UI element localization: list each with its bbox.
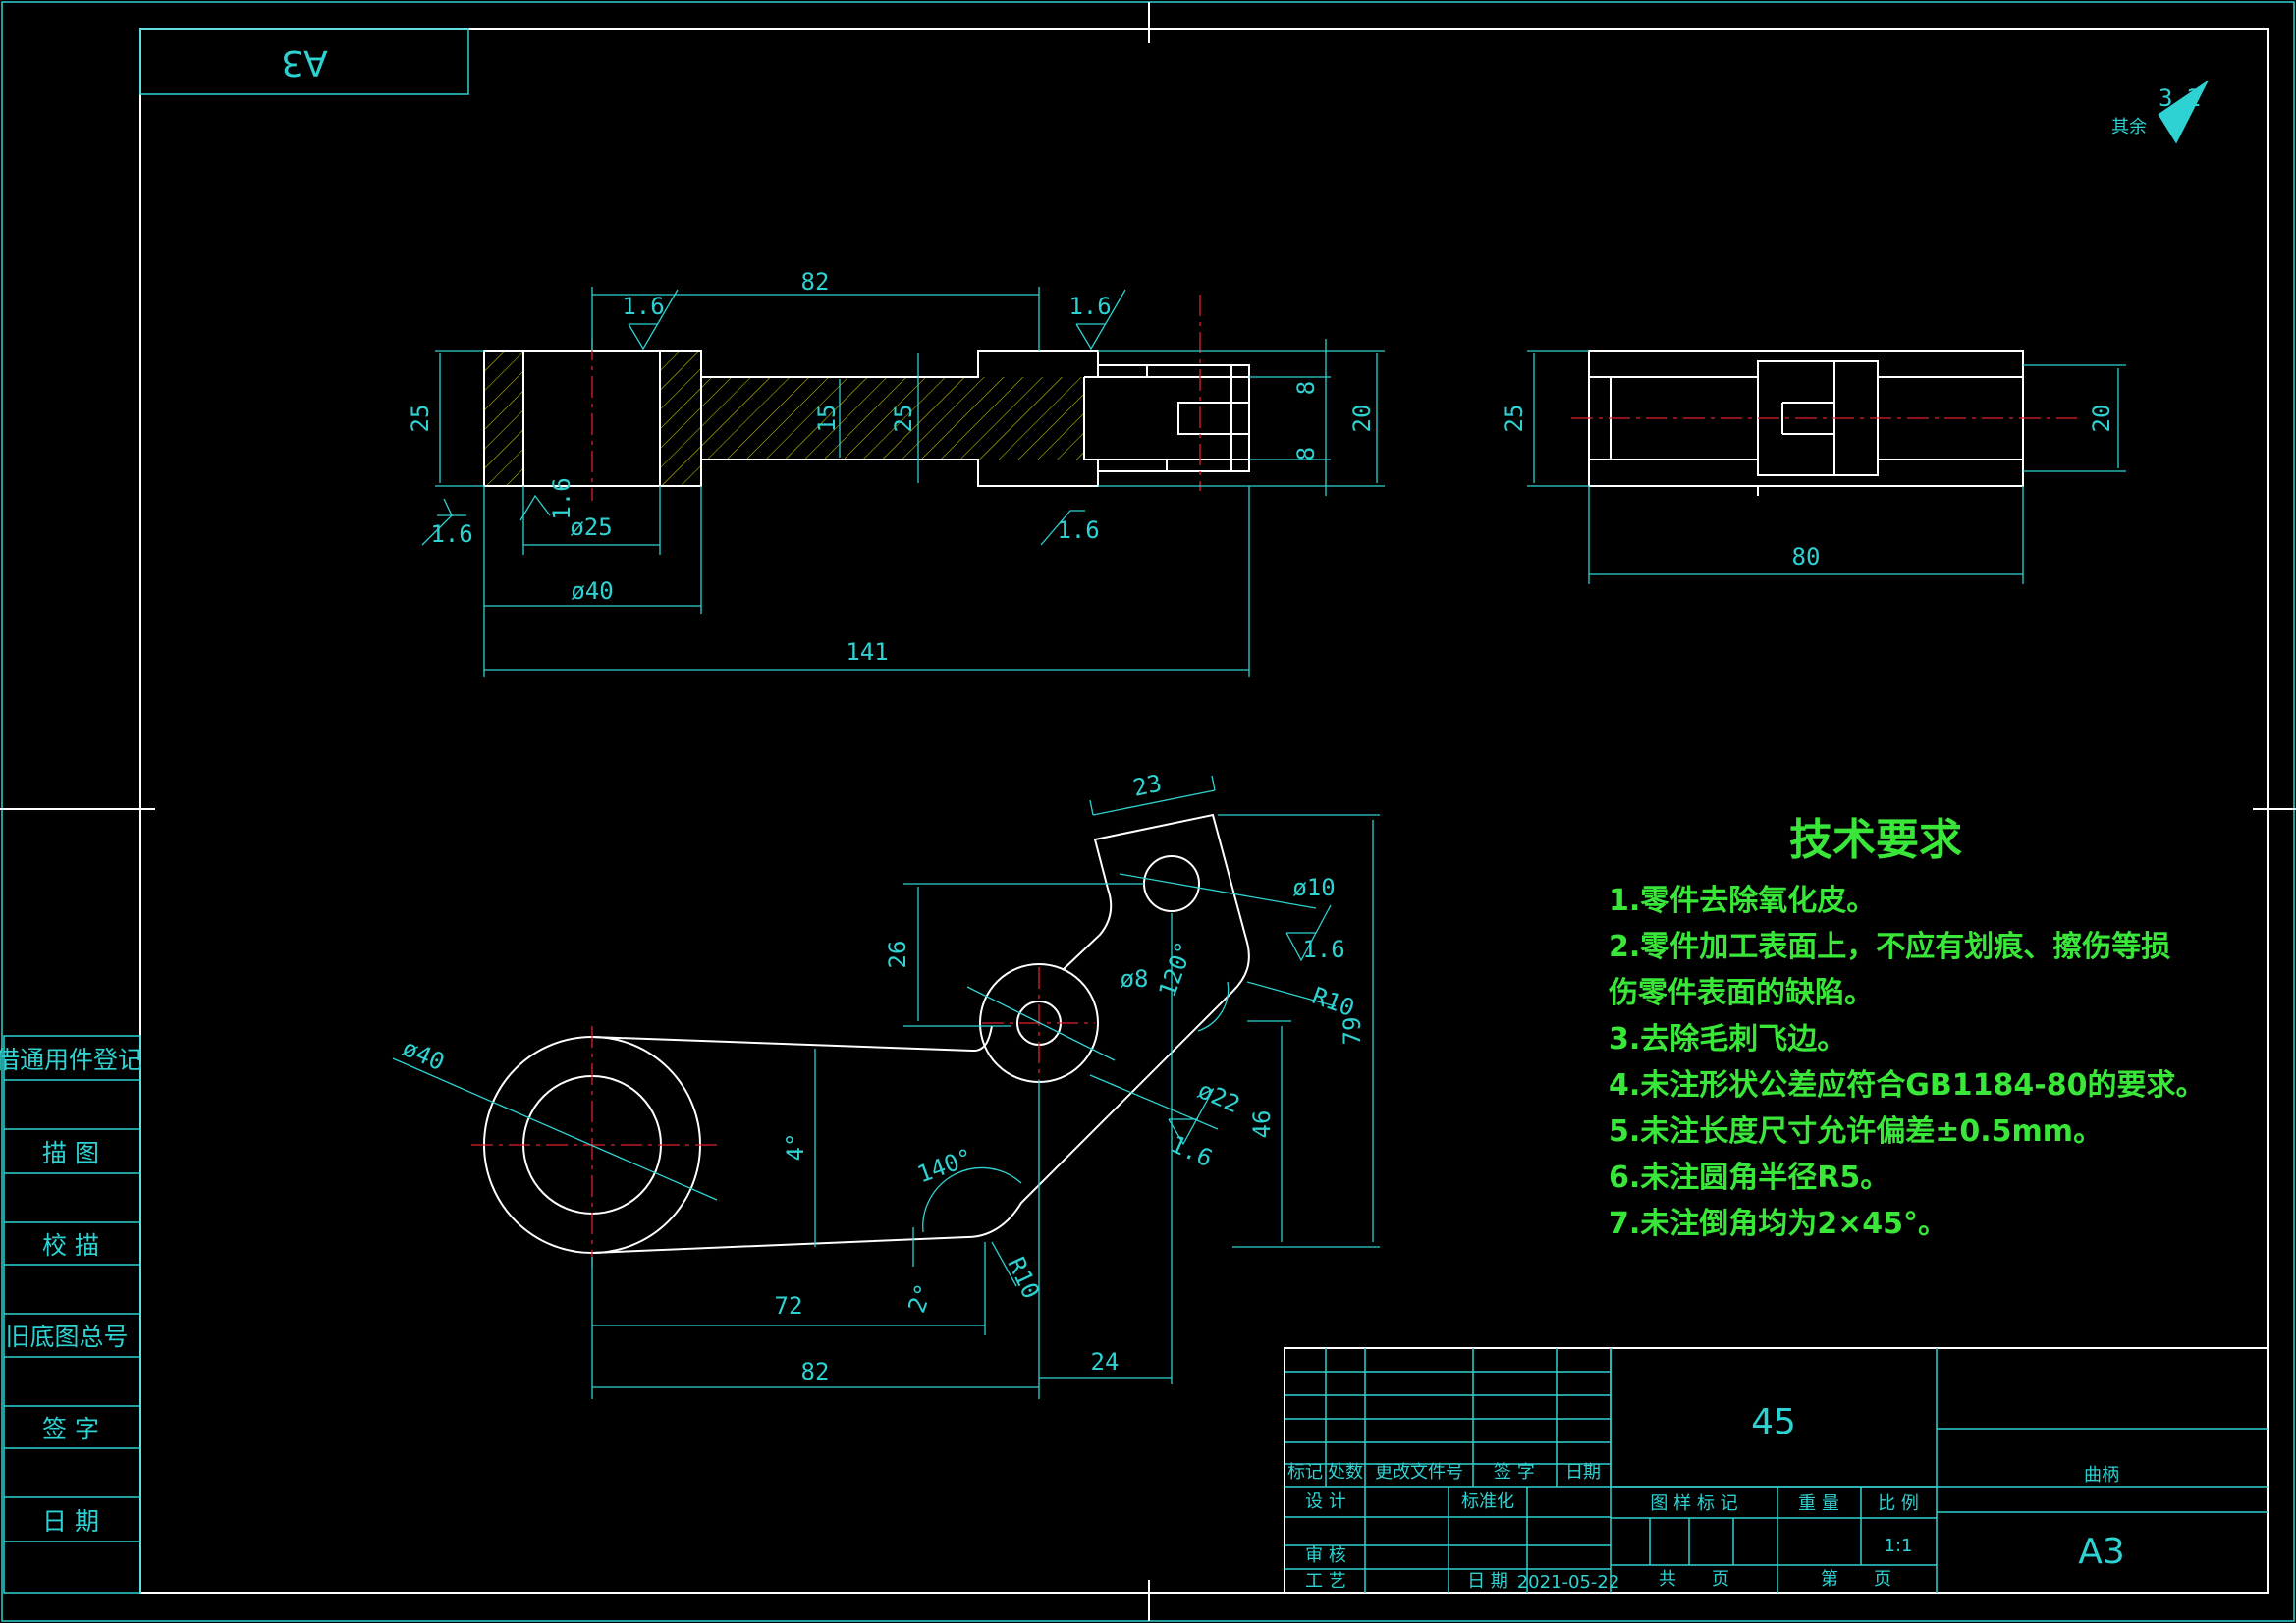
bv-dim-120deg: 120° [1153, 938, 1198, 1001]
tb-label-mark: 标记 [1287, 1462, 1323, 1483]
bv-dim-2deg: 2° [902, 1280, 938, 1317]
dim-dia-40: ø40 [571, 577, 613, 605]
side-item-3: 旧底图总号 [5, 1323, 128, 1351]
bv-dim-dia22: ø22 [1194, 1076, 1244, 1118]
bv-dim-82: 82 [801, 1358, 830, 1385]
tb-label-process: 工 艺 [1305, 1571, 1346, 1592]
dim-8-top: 8 [1292, 381, 1320, 395]
side-view: 25 20 80 [1501, 350, 2126, 584]
dim-ra-left-top: 1.6 [622, 293, 664, 320]
technical-requirements: 技术要求 1.零件去除氧化皮。 2.零件加工表面上，不应有划痕、擦伤等损 伤零件… [1608, 815, 2205, 1241]
tb-label-standardize: 标准化 [1461, 1491, 1514, 1512]
bv-dim-79: 79 [1339, 1017, 1366, 1046]
dim-25-left: 25 [407, 405, 434, 433]
bv-dim-ra-bottom: 1.6 [1167, 1130, 1217, 1172]
bv-dim-ra-top: 1.6 [1302, 936, 1344, 963]
tb-label-design: 设 计 [1305, 1491, 1346, 1512]
surface-note-label: 其余 [2111, 117, 2147, 137]
tb-label-signature: 签 字 [1494, 1462, 1535, 1483]
side-dim-20: 20 [2088, 405, 2115, 433]
side-item-0: 借通用件登记 [0, 1046, 142, 1074]
requirement-1: 1.零件去除氧化皮。 [1609, 884, 1876, 918]
requirement-5: 5.未注长度尺寸允许偏差±0.5mm。 [1609, 1114, 2103, 1149]
bv-dim-24: 24 [1091, 1348, 1120, 1376]
dim-20: 20 [1348, 405, 1376, 433]
requirements-title: 技术要求 [1789, 815, 1962, 865]
bottom-view: 23 ø10 1.6 26 ø8 120° R10 79 ø40 4° ø22 … [392, 769, 1380, 1399]
side-item-1: 描 图 [42, 1139, 99, 1167]
inner-frame [139, 28, 2269, 1594]
dim-82-top: 82 [801, 268, 830, 296]
dim-ra-right-top: 1.6 [1068, 293, 1111, 320]
bv-dim-dia8: ø8 [1121, 965, 1149, 993]
side-item-2: 校 描 [42, 1231, 99, 1260]
dim-8-bottom: 8 [1292, 447, 1320, 460]
requirement-3: 3.去除毛刺飞边。 [1609, 1022, 1846, 1056]
requirement-2: 2.零件加工表面上，不应有划痕、擦伤等损 [1609, 930, 2170, 964]
tb-label-change-doc: 更改文件号 [1375, 1462, 1463, 1483]
side-dim-80: 80 [1792, 543, 1821, 570]
format-label-mirrored: A3 [281, 42, 328, 82]
tb-label-review: 审 核 [1305, 1545, 1346, 1566]
side-dim-25: 25 [1501, 405, 1528, 433]
bv-dim-140deg: 140° [913, 1143, 976, 1188]
tb-date-value: 2021-05-22 [1517, 1572, 1620, 1593]
surface-roughness-symbol [2158, 80, 2209, 144]
bv-dim-72: 72 [775, 1292, 803, 1320]
format-label-box [139, 28, 469, 95]
dim-dia-25: ø25 [570, 514, 612, 541]
tb-label-weight: 重 量 [1798, 1493, 1839, 1514]
dim-141: 141 [846, 638, 888, 666]
bv-dim-dia40: ø40 [399, 1034, 449, 1076]
tb-label-page: 第 页 [1821, 1569, 1891, 1590]
tb-label-total: 共 页 [1659, 1569, 1729, 1590]
title-block: 标记 处数 更改文件号 签 字 日期 设 计 标准化 审 核 工 艺 日 期 2… [1284, 1347, 2269, 1594]
tb-label-ratio: 比 例 [1878, 1493, 1919, 1514]
tb-label-count: 处数 [1328, 1462, 1363, 1483]
dim-15: 15 [813, 405, 841, 433]
bv-dim-26: 26 [884, 941, 911, 969]
requirement-6: 6.未注圆角半径R5。 [1609, 1161, 1889, 1195]
dim-ra-bore: 1.6 [548, 477, 575, 519]
requirement-2-cont: 伤零件表面的缺陷。 [1608, 976, 1874, 1010]
side-item-5: 日 期 [42, 1507, 99, 1536]
front-view-dim-labels: 82 1.6 1.6 25 15 25 8 8 20 1.6 1.6 1.6 ø… [407, 268, 1376, 666]
bv-dim-dia10: ø10 [1292, 874, 1335, 901]
front-view: 82 1.6 1.6 25 15 25 8 8 20 1.6 1.6 1.6 ø… [407, 268, 1385, 677]
tb-label-date: 日期 [1565, 1462, 1601, 1483]
bv-dim-r10-top: R10 [1309, 982, 1358, 1022]
bv-dim-46: 46 [1248, 1110, 1276, 1139]
dim-ra-left-bottom: 1.6 [430, 520, 472, 548]
tb-material: 45 [1751, 1402, 1796, 1442]
tb-sheet-size: A3 [2078, 1532, 2125, 1572]
requirement-4: 4.未注形状公差应符合GB1184-80的要求。 [1609, 1068, 2205, 1103]
side-column: 借通用件登记 描 图 校 描 旧底图总号 签 字 日 期 [0, 1035, 142, 1594]
dim-ra-right-bottom: 1.6 [1057, 516, 1099, 544]
dim-25-mid: 25 [890, 405, 917, 433]
bv-dim-4deg: 4° [782, 1133, 809, 1162]
side-item-4: 签 字 [42, 1415, 99, 1443]
tb-label-drawing-mark: 图 样 标 记 [1650, 1493, 1737, 1514]
bv-dim-23: 23 [1130, 769, 1164, 801]
tb-label-date2: 日 期 [1467, 1571, 1508, 1592]
requirement-7: 7.未注倒角均为2×45°。 [1609, 1207, 1947, 1241]
tb-scale-value: 1:1 [1885, 1536, 1913, 1556]
tb-part-name: 曲柄 [2084, 1465, 2119, 1486]
